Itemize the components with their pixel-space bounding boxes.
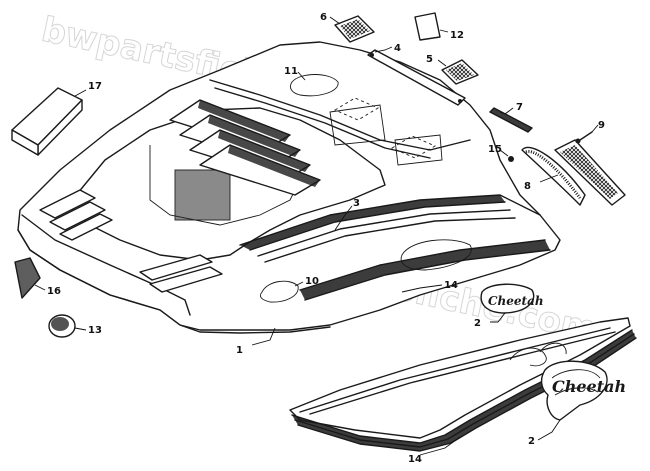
- side-oval-indent: [400, 239, 472, 271]
- hood-top-ridge-2: [214, 87, 431, 159]
- part-nut: [508, 156, 514, 162]
- callout-4: 4: [394, 43, 401, 54]
- top-screen-area-2: [391, 135, 436, 159]
- part-bracket: [14, 257, 41, 299]
- hood-top-ridge: [209, 79, 471, 151]
- callout-11: 11: [284, 66, 298, 77]
- hood-emblem-text: Cheetah: [488, 294, 544, 308]
- part-cap: [48, 314, 76, 338]
- callout-5: 5: [426, 54, 433, 65]
- callout-9: 9: [598, 120, 605, 131]
- hood-front-edge: [21, 214, 191, 316]
- hood-emblem: Cheetah: [480, 283, 544, 314]
- side-stripe-dark-2: [300, 240, 550, 300]
- front-vents-lower: [139, 254, 223, 293]
- callout-14-hood: 14: [444, 280, 458, 291]
- callout-6: 6: [320, 12, 327, 23]
- side-stripe-2: [257, 209, 511, 257]
- callout-7: 7: [516, 102, 523, 113]
- callout-1: 1: [236, 345, 243, 356]
- top-opening-2: [394, 134, 443, 166]
- part-strip: [489, 107, 533, 133]
- callout-3: 3: [353, 198, 360, 209]
- side-stripe-dark: [240, 195, 505, 250]
- callout-8: 8: [524, 181, 531, 192]
- hood-front-lip: [17, 229, 331, 334]
- top-decal-area: [289, 74, 339, 97]
- part-side-screen: [521, 139, 626, 206]
- part-grille-top: [334, 15, 375, 43]
- front-vents-upper: [39, 189, 113, 241]
- part-fastener: [575, 131, 593, 144]
- callout-10: 10: [305, 276, 319, 287]
- side-stripe-3: [264, 217, 516, 263]
- callout-16: 16: [47, 286, 61, 297]
- top-opening-1: [329, 104, 386, 146]
- part-pad: [11, 87, 83, 156]
- callout-12: 12: [450, 30, 464, 41]
- emblem-decal-text: Cheetah: [552, 377, 626, 396]
- hood-part: [17, 41, 561, 334]
- part-grille-small: [441, 59, 479, 85]
- part-emblem-decal: Cheetah: [540, 360, 626, 421]
- callouts: 1 2 2 3 4 5 6 7 8 9 10 11 12: [34, 12, 605, 465]
- callout-2-hood: 2: [474, 318, 481, 329]
- callout-2-decal: 2: [528, 436, 535, 447]
- callout-17: 17: [88, 81, 102, 92]
- part-plate: [414, 12, 441, 41]
- oval-decal-area: [259, 280, 299, 303]
- hood-louvers: [169, 99, 321, 196]
- top-screen-area-1: [334, 97, 379, 121]
- callout-13: 13: [88, 325, 102, 336]
- part-vent-plate: [367, 49, 466, 106]
- callout-14-decal: 14: [408, 454, 422, 465]
- cavity-inner-line: [149, 145, 301, 226]
- callout-15: 15: [488, 144, 502, 155]
- cavity-shadow: [175, 170, 230, 220]
- part-side-decal: [289, 317, 637, 452]
